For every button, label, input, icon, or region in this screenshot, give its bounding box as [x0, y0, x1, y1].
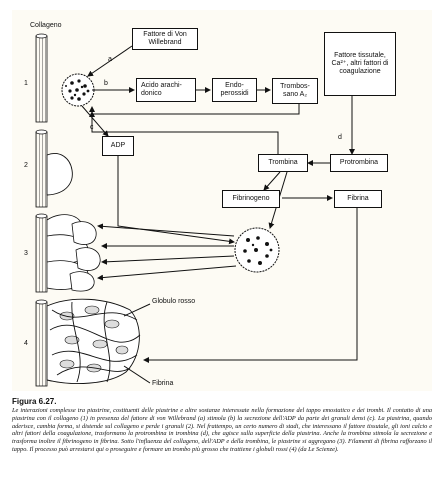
arrow-adp-aggregation [117, 156, 235, 245]
collagen-label: Collageno [30, 22, 62, 29]
label-a: a [108, 56, 112, 63]
box-arachidonic-acid: Acido arachi-donico [136, 78, 196, 102]
collagen-fiber-3 [35, 213, 48, 293]
label-c: c [90, 124, 94, 131]
arrow-c [81, 105, 109, 137]
fibrin-label: Fibrina [152, 380, 174, 387]
caption-title: Figura 6.27. [12, 397, 57, 406]
stage-1-label: 1 [24, 80, 28, 87]
platelet-aggregate-stage-3 [46, 214, 101, 292]
box-von-willebrand: Fattore di Von Willebrand [132, 28, 198, 50]
diagram-figure: Collageno 1 2 3 4 a b c d Globulo rosso … [12, 10, 432, 391]
arrow-vonwillebrand-platelet [87, 45, 133, 77]
box-fibrin: Fibrina [334, 190, 382, 208]
box-fibrinogen: Fibrinogeno [222, 190, 280, 208]
diagram-graphics [35, 33, 358, 387]
box-tissue-factor: Fattore tissutale, Ca²⁺, altri fattori d… [324, 32, 396, 96]
platelet-aggregating [234, 227, 280, 273]
box-endoperoxides: Endo-perossidi [212, 78, 257, 102]
platelet-stage-2 [46, 153, 73, 196]
arrow-thrombin-fibrinogen [263, 171, 281, 191]
pointer-red-cell [123, 303, 151, 317]
stage-2-label: 2 [24, 162, 28, 169]
stage-4-label: 4 [24, 340, 28, 347]
box-prothrombin: Protrombina [330, 154, 388, 172]
stage-3-label: 3 [24, 250, 28, 257]
collagen-fiber-4 [35, 299, 48, 387]
arrow-aggregation-3 [101, 255, 235, 265]
platelet-stage-1 [61, 73, 95, 107]
arrow-aggregation-4 [97, 265, 237, 281]
caption-text: Le interazioni complesse tra piastrine, … [12, 407, 432, 453]
red-cell-label: Globulo rosso [152, 298, 196, 305]
arrow-fibrin-thrombus [143, 207, 358, 363]
label-d: d [338, 134, 342, 141]
figure-caption: Figura 6.27. Le interazioni complesse tr… [12, 397, 432, 454]
box-thromboxane: Trombos-sano A₂ [272, 78, 318, 104]
pointer-fibrin [123, 365, 151, 384]
collagen-fiber-1 [35, 33, 48, 123]
arrow-aggregation-1 [97, 223, 235, 237]
box-adp: ADP [102, 136, 134, 156]
arrow-thromboxane-feedback [89, 104, 300, 115]
box-thrombin: Trombina [258, 154, 308, 172]
label-b: b [104, 80, 108, 87]
thrombus-stage-4 [46, 298, 141, 384]
arrow-thrombin-platelet [89, 111, 279, 154]
collagen-fiber-2 [35, 129, 48, 208]
